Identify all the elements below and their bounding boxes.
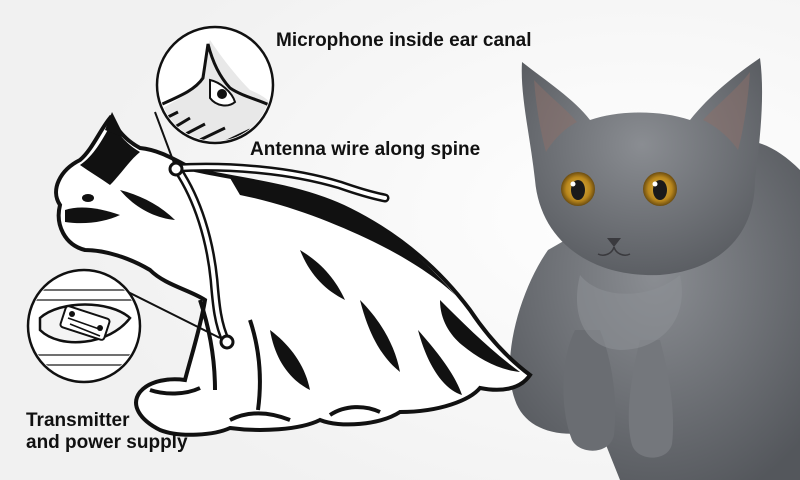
antenna-wire [168, 161, 390, 350]
transmitter-label-line2: and power supply [26, 432, 188, 453]
transmitter-label: Transmitter and power supply [26, 410, 188, 454]
transmitter-label-line1: Transmitter [26, 410, 130, 431]
microphone-label: Microphone inside ear canal [276, 30, 532, 51]
cat-illustration [54, 112, 533, 437]
ear-microphone-inset [155, 25, 275, 145]
photo-gray-cat [509, 58, 800, 480]
antenna-label: Antenna wire along spine [250, 139, 481, 160]
transmitter-inset [26, 268, 142, 384]
